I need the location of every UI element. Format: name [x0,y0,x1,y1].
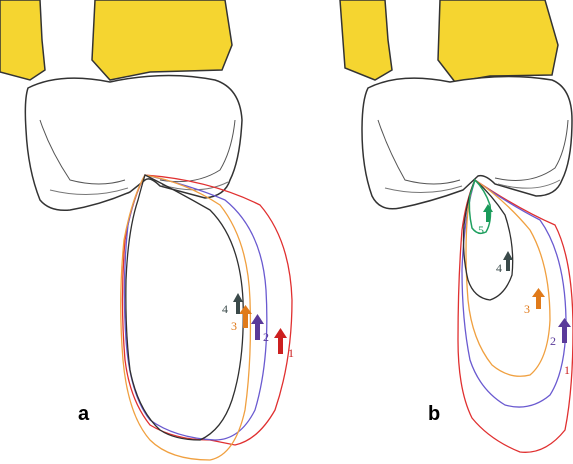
arrow-2-b [558,318,571,343]
upper-tooth-left-b [340,0,392,80]
arrow-4-b [503,251,513,271]
marker-5-b-label: 5 [478,223,484,237]
contour-3-b [466,180,550,376]
marker-2-b-label: 2 [550,334,556,348]
upper-tooth-right-a [92,0,232,80]
arrow-1-a [274,328,287,354]
marker-1-a-label: 1 [288,346,294,360]
contour-2-b [462,180,566,407]
crown-a [25,75,242,210]
marker-3-a-label: 3 [231,319,237,333]
arrow-5-b [483,204,493,222]
marker-4-a-label: 4 [222,302,228,316]
marker-3-b-label: 3 [524,302,530,316]
marker-4-b-label: 4 [496,261,502,275]
panel-label-a: a [78,403,90,425]
panel-a: 1 2 3 4 a [0,0,294,460]
panel-b: 5 4 3 2 1 b [340,0,573,452]
crown-b [362,76,572,208]
marker-1-b-label: 1 [564,363,570,377]
panel-label-b: b [428,403,440,425]
arrow-3-b [532,288,545,309]
upper-tooth-left-a [0,0,45,80]
contour-1-b [458,180,573,452]
marker-2-a-label: 2 [263,330,269,344]
contour-3-a [121,175,251,460]
upper-tooth-right-b [438,0,558,82]
